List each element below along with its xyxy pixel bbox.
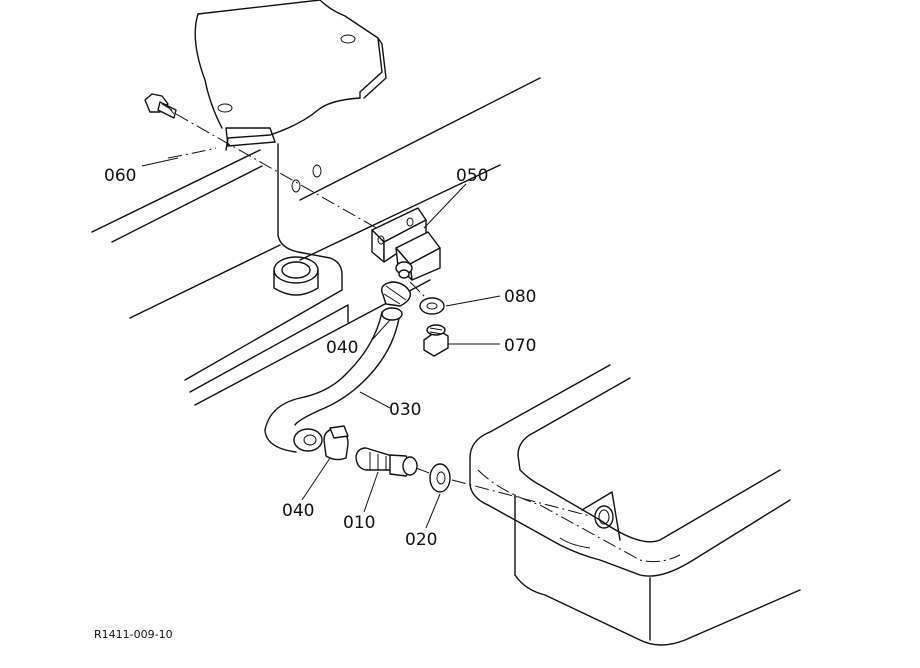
part-040-clamp-lower bbox=[323, 425, 349, 461]
engine-block bbox=[91, 0, 541, 406]
label-040-upper: 040 bbox=[326, 338, 358, 358]
part-070-plug bbox=[423, 324, 449, 357]
label-060: 060 bbox=[104, 166, 136, 186]
part-020-washer bbox=[429, 463, 591, 517]
part-030-hose bbox=[264, 307, 403, 453]
part-060-bolt bbox=[144, 93, 381, 231]
reference-code: R1411-009-10 bbox=[94, 628, 173, 641]
label-050: 050 bbox=[456, 166, 488, 186]
part-010-fitting bbox=[355, 447, 433, 477]
leader-lines bbox=[141, 157, 501, 529]
label-040-lower: 040 bbox=[282, 501, 314, 521]
label-070: 070 bbox=[504, 336, 536, 356]
part-050-joint-block bbox=[371, 207, 441, 281]
part-080-washer bbox=[409, 281, 445, 315]
label-010: 010 bbox=[343, 513, 375, 533]
part-040-clamp-upper bbox=[381, 281, 411, 307]
label-080: 080 bbox=[504, 287, 536, 307]
label-020: 020 bbox=[405, 530, 437, 550]
oil-pan bbox=[469, 364, 801, 646]
part-labels: 060 050 080 070 040 030 040 010 020 R141… bbox=[94, 166, 536, 641]
label-030: 030 bbox=[389, 400, 421, 420]
